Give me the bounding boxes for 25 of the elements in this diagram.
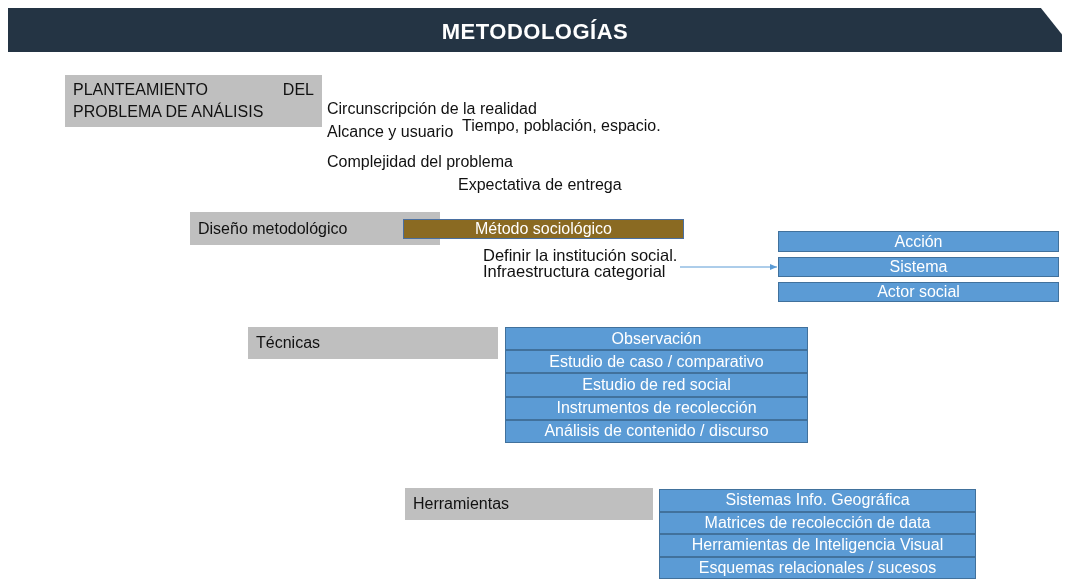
- item-box: Estudio de red social: [505, 373, 808, 397]
- method-box: Método sociológico: [403, 219, 684, 239]
- section-heading-box: Técnicas: [248, 327, 498, 359]
- item-box: Sistemas Info. Geográfica: [659, 489, 976, 512]
- note-text: Alcance y usuario: [327, 123, 454, 141]
- item-box: Esquemas relacionales / sucesos: [659, 556, 976, 579]
- item-box: Instrumentos de recolección: [505, 396, 808, 420]
- text-line: Definir la institución social.: [483, 247, 679, 263]
- section-heading-box: Herramientas: [405, 488, 653, 520]
- item-box: Análisis de contenido / discurso: [505, 419, 808, 443]
- note-text: Complejidad del problema: [327, 153, 513, 171]
- title: METODOLOGÍAS: [441, 19, 629, 45]
- section-heading-box: PLANTEAMIENTO DEL PROBLEMA DE ANÁLISIS: [65, 75, 322, 127]
- item-box: Actor social: [778, 282, 1059, 302]
- section-heading-box: Diseño metodológico: [190, 212, 440, 245]
- item-box: Observación: [505, 327, 808, 351]
- item-box: Sistema: [778, 257, 1059, 277]
- item-box: Acción: [778, 231, 1059, 252]
- note-text: Tiempo, población, espacio.: [462, 117, 661, 135]
- item-box: Estudio de caso / comparativo: [505, 350, 808, 374]
- text-line: Infraestructura categorial: [483, 263, 667, 279]
- item-box: Herramientas de Inteligencia Visual: [659, 534, 976, 557]
- item-box: Matrices de recolección de data: [659, 511, 976, 534]
- arrow: [679, 264, 778, 270]
- note-text: Expectativa de entrega: [458, 176, 622, 194]
